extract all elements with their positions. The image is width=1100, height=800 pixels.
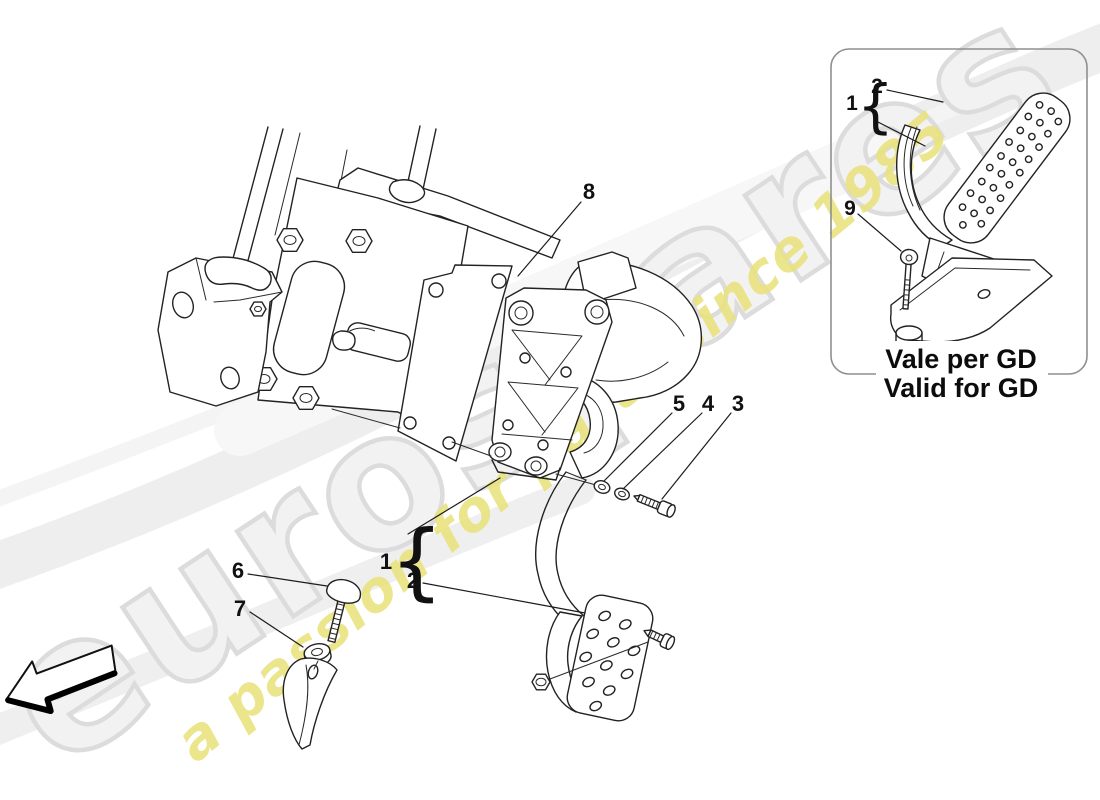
inset-group-brace: { bbox=[857, 72, 894, 140]
pedal-pad-bolt bbox=[643, 629, 676, 651]
inset-callout-9-screw[interactable]: 9 bbox=[844, 197, 856, 220]
callout-group-brace: { bbox=[390, 512, 443, 610]
accelerator-pedal-module-drawing bbox=[488, 251, 703, 481]
direction-arrow-icon bbox=[5, 644, 118, 715]
callout-6-adjuster-screw[interactable]: 6 bbox=[232, 558, 244, 583]
inset-caption-mask bbox=[876, 341, 1048, 403]
inset-pedal-pad bbox=[943, 92, 1071, 244]
inset-screw-9 bbox=[899, 248, 919, 310]
clutch-pedal-drawing bbox=[531, 471, 676, 722]
callout-1-pedal-group[interactable]: 1 bbox=[380, 549, 392, 574]
assembly-axis-lines bbox=[331, 408, 492, 457]
inset-pedal-base bbox=[889, 257, 1053, 352]
pedal-pad-nut bbox=[531, 673, 551, 691]
adjuster-screw-drawing bbox=[282, 578, 362, 750]
inset-caption-italian: Vale per GD bbox=[885, 344, 1037, 374]
washer-4 bbox=[614, 487, 630, 501]
callout-2-pedal-pad[interactable]: 2 bbox=[407, 568, 419, 593]
inset-panel: 1 { 2 9 Vale per GD Valid for GD bbox=[830, 48, 1088, 403]
inset-callout-1-pedal-group[interactable]: 1 bbox=[846, 92, 858, 115]
washer-5 bbox=[593, 480, 611, 494]
screw-3 bbox=[633, 493, 676, 518]
callout-4-washer[interactable]: 4 bbox=[702, 391, 715, 416]
screw-6 bbox=[325, 578, 362, 644]
pedal-stop-wedge bbox=[282, 657, 338, 750]
inset-leader-lines bbox=[857, 89, 944, 252]
callout-7-adjuster-washer[interactable]: 7 bbox=[234, 596, 246, 621]
accelerator-mounting-plate-drawing bbox=[397, 264, 513, 462]
callout-3-screw[interactable]: 3 bbox=[732, 391, 744, 416]
main-callouts: 8 5 4 3 1 { 2 6 7 bbox=[232, 179, 744, 621]
inset-callout-2-pedal-pad[interactable]: 2 bbox=[871, 75, 883, 98]
callout-leader-lines bbox=[247, 201, 732, 648]
callout-8-mounting-plate[interactable]: 8 bbox=[583, 179, 595, 204]
callout-5-washer[interactable]: 5 bbox=[673, 391, 685, 416]
inset-caption-english: Valid for GD bbox=[884, 373, 1039, 403]
fastener-set-drawing bbox=[555, 473, 676, 518]
